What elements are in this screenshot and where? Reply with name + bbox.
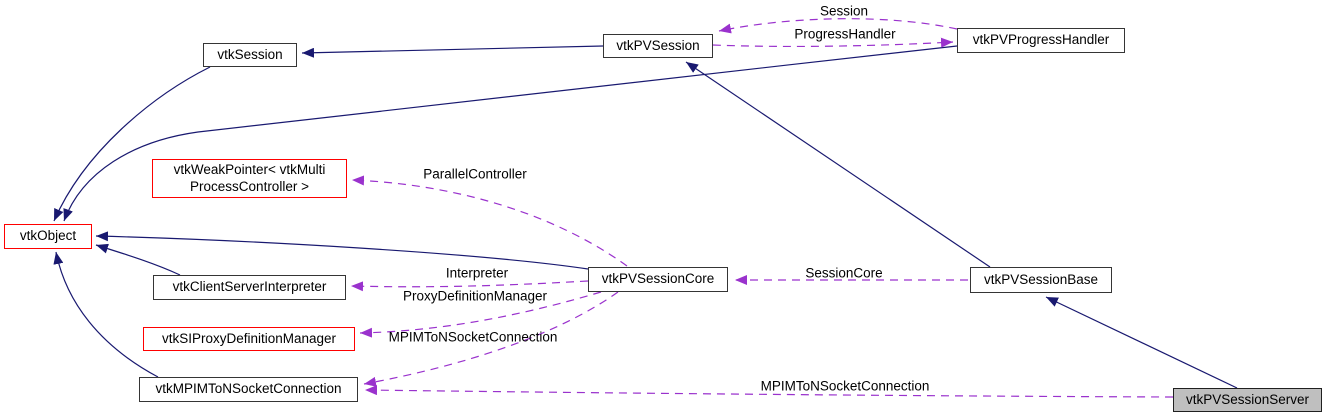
node-vtkclientserverinterpreter[interactable]: vtkClientServerInterpreter bbox=[153, 275, 346, 300]
edge-label-parallelcontroller: ParallelController bbox=[423, 166, 527, 182]
node-vtkpvsessionserver: vtkPVSessionServer bbox=[1173, 388, 1322, 412]
edge-parallelcontroller-member bbox=[351, 175, 628, 267]
node-vtksiproxydefinitionmanager[interactable]: vtkSIProxyDefinitionManager bbox=[143, 327, 355, 351]
edge-pvsession-to-session bbox=[301, 45, 604, 58]
edge-label-progresshandler: ProgressHandler bbox=[794, 26, 896, 42]
edge-progresshandler-member bbox=[712, 37, 954, 48]
edge-proxydefinitionmanager-member bbox=[359, 291, 602, 338]
edge-interpreter-to-object bbox=[95, 243, 181, 276]
edge-label-mpimton-server: MPIMToNSocketConnection bbox=[760, 378, 930, 394]
edge-label-mpimton-core: MPIMToNSocketConnection bbox=[388, 329, 558, 345]
node-vtkpvsessioncore[interactable]: vtkPVSessionCore bbox=[588, 267, 728, 292]
edge-mpimton-member-from-core bbox=[363, 291, 619, 387]
edge-mpimton-member-from-server bbox=[364, 385, 1174, 398]
node-vtkpvprogresshandler[interactable]: vtkPVProgressHandler bbox=[957, 28, 1125, 53]
node-vtkweakpointer[interactable]: vtkWeakPointer< vtkMulti ProcessControll… bbox=[152, 159, 347, 198]
edge-sessioncore-to-object bbox=[95, 231, 589, 270]
edge-session-to-object bbox=[53, 66, 211, 222]
node-vtkpvsessionbase[interactable]: vtkPVSessionBase bbox=[970, 267, 1112, 293]
edge-label-session: Session bbox=[819, 3, 869, 19]
node-vtkmpimtonsocketconnection[interactable]: vtkMPIMToNSocketConnection bbox=[139, 377, 358, 402]
edge-label-interpreter: Interpreter bbox=[445, 265, 509, 281]
edge-sessionserver-to-sessionbase bbox=[1045, 296, 1238, 389]
node-vtkpvsession[interactable]: vtkPVSession bbox=[603, 34, 713, 58]
edge-mpimton-to-object bbox=[53, 251, 159, 378]
edge-label-proxydefinitionmanager: ProxyDefinitionManager bbox=[402, 288, 548, 304]
edge-label-sessioncore: SessionCore bbox=[805, 265, 883, 281]
node-vtksession[interactable]: vtkSession bbox=[203, 43, 297, 67]
edge-progresshandler-to-object bbox=[63, 45, 958, 222]
edge-interpreter-member bbox=[350, 280, 589, 292]
edge-session-member bbox=[718, 18, 958, 34]
edge-sessionbase-to-pvsession bbox=[685, 61, 991, 268]
node-vtkobject[interactable]: vtkObject bbox=[4, 224, 92, 249]
